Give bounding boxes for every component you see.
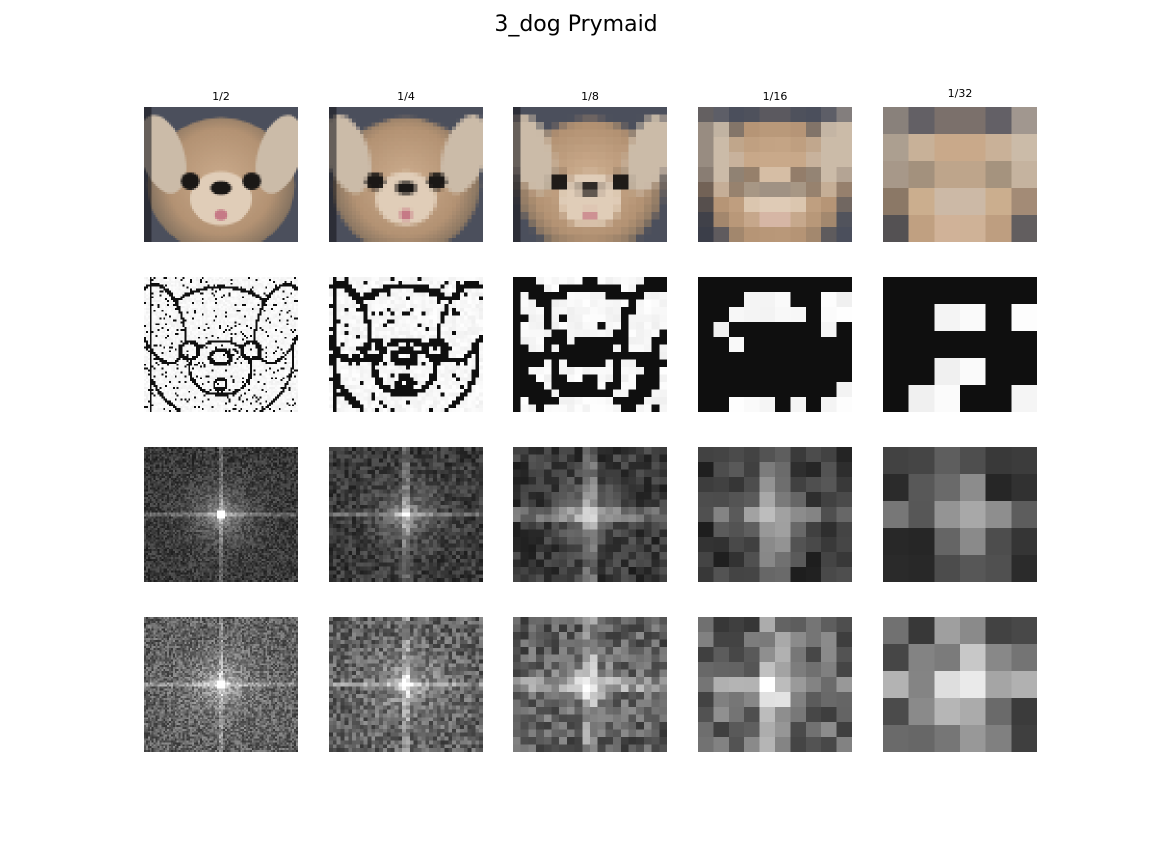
- edge-image-icon: [513, 277, 667, 412]
- edge-image-icon: [883, 277, 1037, 412]
- fft-magnitude-icon: [698, 617, 852, 752]
- spectrum-noisy-panel-4: [698, 617, 852, 752]
- edge-map-panel-3: [513, 277, 667, 412]
- image-color-panel-4: [698, 107, 852, 242]
- fft-magnitude-icon: [144, 617, 298, 752]
- edge-image-icon: [698, 277, 852, 412]
- spectrum-panel-1: [144, 447, 298, 582]
- spectrum-panel-3: [513, 447, 667, 582]
- column-title-1: 1/2: [212, 90, 230, 103]
- edge-image-icon: [144, 277, 298, 412]
- edge-map-panel-4: [698, 277, 852, 412]
- column-title-3: 1/8: [581, 90, 599, 103]
- dog-photo-icon: [144, 107, 298, 242]
- fft-magnitude-icon: [144, 447, 298, 582]
- edge-map-panel-1: [144, 277, 298, 412]
- column-title-2: 1/4: [397, 90, 415, 103]
- spectrum-panel-2: [329, 447, 483, 582]
- fft-magnitude-icon: [329, 617, 483, 752]
- spectrum-noisy-panel-1: [144, 617, 298, 752]
- column-title-4: 1/16: [762, 90, 788, 103]
- dog-photo-icon: [883, 107, 1037, 242]
- fft-magnitude-icon: [883, 617, 1037, 752]
- fft-magnitude-icon: [513, 617, 667, 752]
- image-color-panel-5: [883, 107, 1037, 242]
- edge-image-icon: [329, 277, 483, 412]
- fft-magnitude-icon: [329, 447, 483, 582]
- dog-photo-icon: [698, 107, 852, 242]
- dog-photo-icon: [513, 107, 667, 242]
- column-title-5: 1/32: [947, 87, 973, 100]
- fft-magnitude-icon: [883, 447, 1037, 582]
- spectrum-noisy-panel-3: [513, 617, 667, 752]
- image-color-panel-1: [144, 107, 298, 242]
- spectrum-noisy-panel-5: [883, 617, 1037, 752]
- dog-photo-icon: [329, 107, 483, 242]
- spectrum-panel-5: [883, 447, 1037, 582]
- fft-magnitude-icon: [513, 447, 667, 582]
- spectrum-panel-4: [698, 447, 852, 582]
- image-color-panel-2: [329, 107, 483, 242]
- image-color-panel-3: [513, 107, 667, 242]
- edge-map-panel-5: [883, 277, 1037, 412]
- spectrum-noisy-panel-2: [329, 617, 483, 752]
- edge-map-panel-2: [329, 277, 483, 412]
- fft-magnitude-icon: [698, 447, 852, 582]
- figure-title: 3_dog Prymaid: [494, 12, 658, 37]
